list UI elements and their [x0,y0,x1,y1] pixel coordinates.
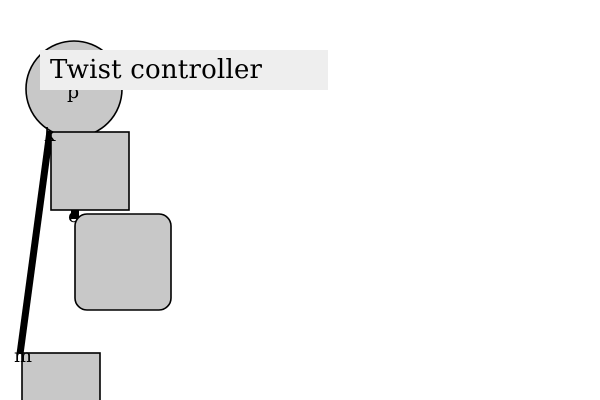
node-c-rounded-square [74,213,172,311]
node-m-square [21,352,101,400]
link-k-m[interactable] [16,130,54,355]
node-k-label: k [44,124,56,146]
title-banner: Twist controller [40,50,328,90]
joint-handle[interactable] [71,210,79,219]
node-m[interactable]: m [14,345,101,400]
node-c[interactable]: c [68,205,172,311]
node-k[interactable]: k [44,124,130,211]
node-k-square [50,131,130,211]
node-m-label: m [14,345,32,367]
page-title: Twist controller [50,55,263,85]
node-c-label: c [68,205,79,227]
